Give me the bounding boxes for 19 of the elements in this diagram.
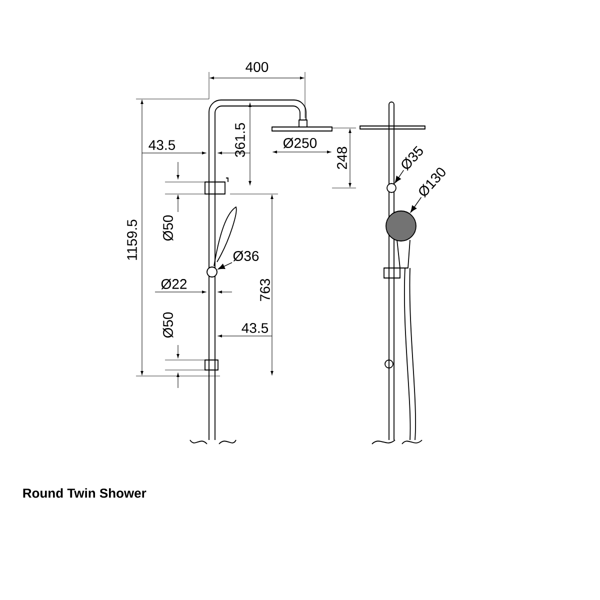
shower-head	[386, 210, 416, 242]
dimension-label: Ø50	[162, 215, 174, 241]
dimension-label: 43.5	[148, 140, 176, 150]
dimension-label: 248	[337, 146, 347, 169]
dimension-label: Ø50	[162, 312, 174, 338]
leader-line	[218, 262, 232, 270]
dimension-label: Ø36	[233, 250, 259, 262]
dimension-label: Ø22	[161, 278, 187, 290]
dimension-label: 763	[260, 278, 270, 301]
leader-line	[394, 170, 404, 184]
ring-bracket	[386, 183, 396, 193]
slider-ball	[206, 266, 218, 278]
dimension-label: 361.5	[235, 123, 245, 157]
dimension-label: Ø250	[283, 138, 317, 148]
leader-line	[410, 196, 422, 213]
dimension-label: 400	[246, 62, 268, 72]
caption: Round Twin Shower	[23, 488, 146, 498]
dimension-label: 1159.5	[127, 220, 137, 260]
dimension-label: 43.5	[242, 323, 268, 333]
